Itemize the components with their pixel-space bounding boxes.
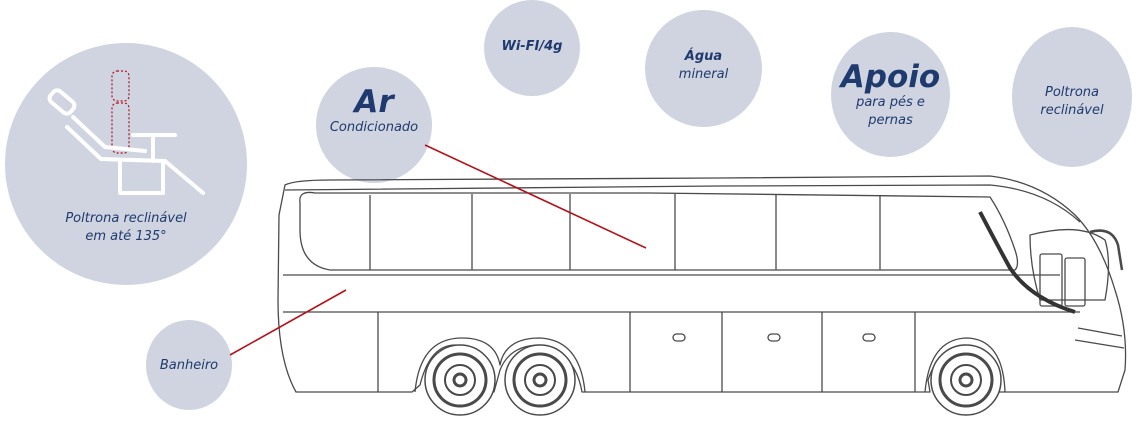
water-bubble: Água mineral <box>645 10 762 127</box>
bathroom-pointer-line <box>229 289 347 356</box>
reclining-seat-label-2: em até 135° <box>85 229 167 244</box>
reclining-seat-icon <box>47 70 205 195</box>
water-label-1: Água <box>684 49 723 64</box>
ac-pointer-line <box>424 144 647 249</box>
reclining-seat-label-1: Poltrona reclinável <box>65 211 187 226</box>
bathroom-label: Banheiro <box>159 358 219 373</box>
ac-subtitle: Condicionado <box>329 120 419 135</box>
recliner-label-2: reclinável <box>1040 103 1104 118</box>
recliner-label-1: Poltrona <box>1044 85 1099 100</box>
footrest-label-2: pernas <box>868 113 913 128</box>
footrest-title: Apoio <box>840 59 941 95</box>
air-conditioning-bubble: Ar Condicionado <box>316 67 432 183</box>
footrest-label-1: para pés e <box>856 95 925 110</box>
wifi-bubble: Wi-FI/4g <box>484 0 580 96</box>
wifi-label: Wi-FI/4g <box>501 39 563 54</box>
reclining-seat-bubble: Poltrona reclinável em até 135° <box>5 43 247 285</box>
footrest-bubble: Apoio para pés e pernas <box>831 32 950 157</box>
bathroom-bubble: Banheiro <box>146 320 232 410</box>
water-label-2: mineral <box>678 67 729 82</box>
recliner-bubble: Poltrona reclinável <box>1012 27 1132 167</box>
ac-title: Ar <box>354 84 394 120</box>
